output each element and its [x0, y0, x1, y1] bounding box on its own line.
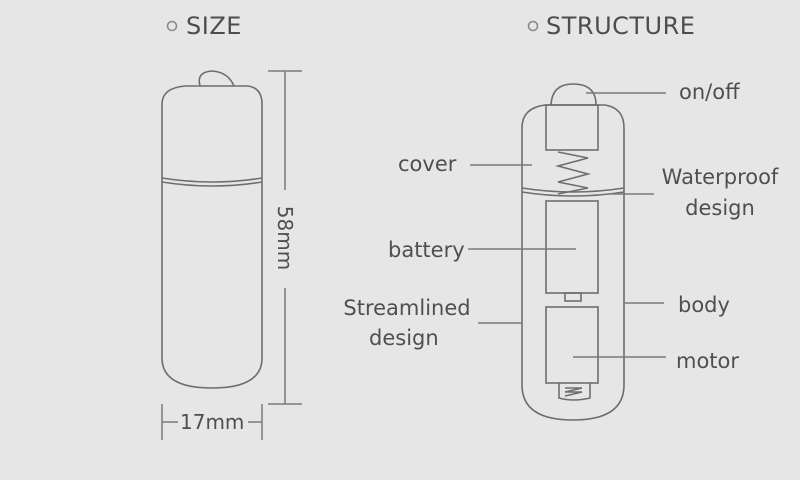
- size-bullet-icon: [166, 20, 178, 32]
- width-dimension-line: [161, 404, 263, 440]
- battery-terminal: [564, 292, 582, 302]
- streamlined-label-line2: design: [369, 326, 439, 350]
- battery-label: battery: [388, 238, 465, 262]
- waterproof-label-line2: design: [685, 196, 755, 220]
- power-button-cap: [550, 83, 597, 106]
- spring-icon: [554, 151, 592, 195]
- motor-base: [558, 383, 591, 401]
- motor-label: motor: [676, 349, 740, 373]
- structure-bullet-icon: [527, 20, 539, 32]
- height-dimension-label: 58mm: [273, 205, 297, 271]
- motor-housing: [545, 306, 599, 384]
- height-dimension-line: [268, 70, 302, 405]
- waterproof-label-line1: Waterproof: [661, 165, 779, 189]
- streamlined-label-line1: Streamlined: [343, 296, 471, 320]
- structure-heading: STRUCTURE: [546, 12, 696, 40]
- size-device-outline: [161, 70, 263, 389]
- structure-device-outline: [521, 83, 625, 421]
- width-dimension-label: 17mm: [180, 410, 245, 434]
- size-heading: SIZE: [186, 12, 242, 40]
- battery-cell: [545, 200, 599, 294]
- on-off-label: on/off: [679, 80, 740, 104]
- leader-lines: [468, 92, 666, 358]
- cover-label: cover: [398, 152, 457, 176]
- body-label: body: [678, 293, 730, 317]
- motor-coil-icon: [564, 387, 583, 397]
- switch-housing: [545, 104, 599, 151]
